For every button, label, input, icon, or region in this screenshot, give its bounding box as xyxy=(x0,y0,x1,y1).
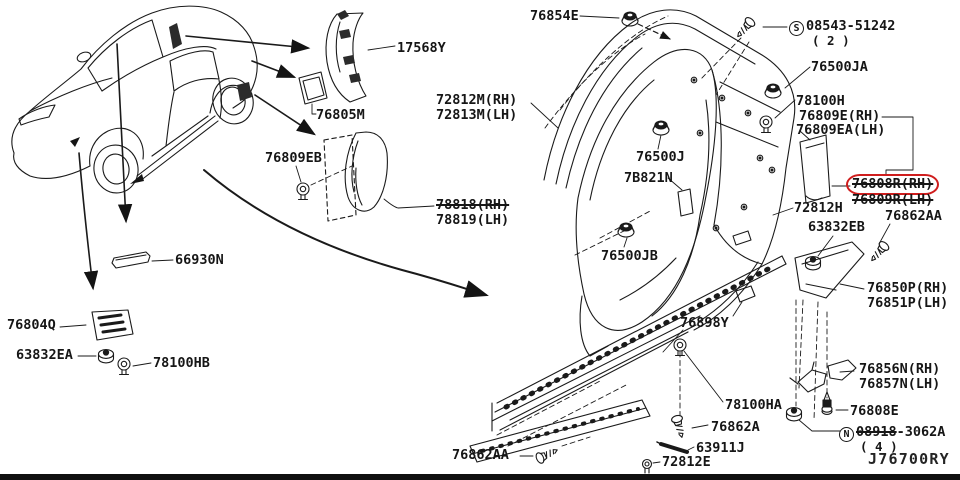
leader-72812M xyxy=(530,102,559,129)
leader-72812H xyxy=(772,207,794,216)
label-72812H: 72812H xyxy=(794,200,843,216)
label-76850P-rh: 76850P(RH) xyxy=(867,280,949,296)
plate-7B821N xyxy=(667,177,694,217)
plug-76808E xyxy=(821,391,849,415)
bolt-holes xyxy=(690,76,776,232)
label-72812E: 72812E xyxy=(662,454,711,470)
screw-76862AA-bottom xyxy=(519,444,561,465)
screw-08543 xyxy=(733,15,788,41)
label-76500JA: 76500JA xyxy=(811,59,868,75)
label-76809EB: 76809EB xyxy=(265,150,322,166)
nut-63832EA xyxy=(77,349,115,364)
label-76500JB: 76500JB xyxy=(601,248,658,264)
label-08918-qty: ( 4 ) xyxy=(860,439,898,454)
screw-76862A xyxy=(670,413,709,440)
grommet-76500JA xyxy=(764,66,811,99)
label-78819-lh: 78819(LH) xyxy=(436,212,510,228)
red-highlight-oval: 76808R(RH) xyxy=(846,174,940,195)
nut-63832EB xyxy=(804,235,834,271)
bracket-76856N xyxy=(789,359,857,393)
pillar-garnish-highlight xyxy=(169,23,182,49)
clip-78100HB xyxy=(117,357,152,376)
drip-molding-66930N xyxy=(111,251,174,269)
clip-72812E xyxy=(641,458,661,474)
spacer-76898Y xyxy=(662,285,756,353)
label-76805M: 76805M xyxy=(316,107,365,123)
label-17568Y: 17568Y xyxy=(397,40,446,56)
label-66930N: 66930N xyxy=(175,252,224,268)
construction-dashes xyxy=(496,15,828,447)
label-76898Y: 76898Y xyxy=(680,315,729,331)
wedge-63911J xyxy=(656,441,695,454)
label-78100H: 78100H xyxy=(796,93,845,109)
sill-end-76850P xyxy=(794,241,865,299)
label-76808E: 76808E xyxy=(850,403,899,419)
label-76804Q: 76804Q xyxy=(7,317,56,333)
grommet-76854E xyxy=(579,11,639,27)
clip-78100H xyxy=(759,99,796,134)
label-76809EA-lh: 76809EA(LH) xyxy=(796,122,886,138)
vent-plate-76804Q xyxy=(59,309,134,341)
label-76856N-rh: 76856N(RH) xyxy=(859,361,941,377)
label-76500J: 76500J xyxy=(636,149,685,165)
label-76809R-lh: 76809R(LH) xyxy=(852,192,934,208)
grommet-76500J xyxy=(652,120,670,150)
label-63832EA: 63832EA xyxy=(16,347,73,363)
label-72813M-lh: 72813M(LH) xyxy=(436,107,518,123)
nut-08918 xyxy=(785,407,841,432)
clip-76809EB xyxy=(295,165,353,201)
label-76808R-rh-highlighted: 76808R(RH) xyxy=(846,174,940,195)
rear-fender-protector-78818 xyxy=(323,131,435,222)
label-76857N-lh: 76857N(LH) xyxy=(859,376,941,392)
label-7B821N: 7B821N xyxy=(624,170,673,186)
label-76862AA-bottom: 76862AA xyxy=(452,447,509,463)
bottom-frame-line xyxy=(0,474,960,480)
diagram-code: J76700RY xyxy=(868,450,950,468)
body-side-panel xyxy=(469,9,828,463)
label-63911J: 63911J xyxy=(696,440,745,456)
label-78100HA: 78100HA xyxy=(725,397,782,413)
clip-78100HA xyxy=(673,338,724,403)
label-76809E-rh: 76809E(RH) xyxy=(799,108,881,124)
pointer-arrows xyxy=(78,35,489,298)
label-72812M-rh: 72812M(RH) xyxy=(436,92,518,108)
label-76862AA-right: 76862AA xyxy=(885,208,942,224)
label-78100HB: 78100HB xyxy=(153,355,210,371)
label-78818-rh: 78818(RH) xyxy=(436,197,510,213)
quarter-garnish-highlight xyxy=(237,82,252,101)
circled-s-icon: S xyxy=(789,21,804,36)
circled-n-icon: N xyxy=(839,427,854,442)
label-76851P-lh: 76851P(LH) xyxy=(867,295,949,311)
label-76862A: 76862A xyxy=(711,419,760,435)
label-76854E: 76854E xyxy=(530,8,579,24)
grommet-76500JB xyxy=(617,222,635,248)
label-08543-qty: ( 2 ) xyxy=(812,33,850,48)
label-63832EB: 63832EB xyxy=(808,219,865,235)
mud-guard-76808R xyxy=(799,116,914,204)
lock-pillar-garnish-17568Y xyxy=(325,10,396,103)
screw-76862AA-right xyxy=(867,223,891,265)
sticker-76805M xyxy=(298,71,328,115)
car-sketch xyxy=(11,5,258,194)
